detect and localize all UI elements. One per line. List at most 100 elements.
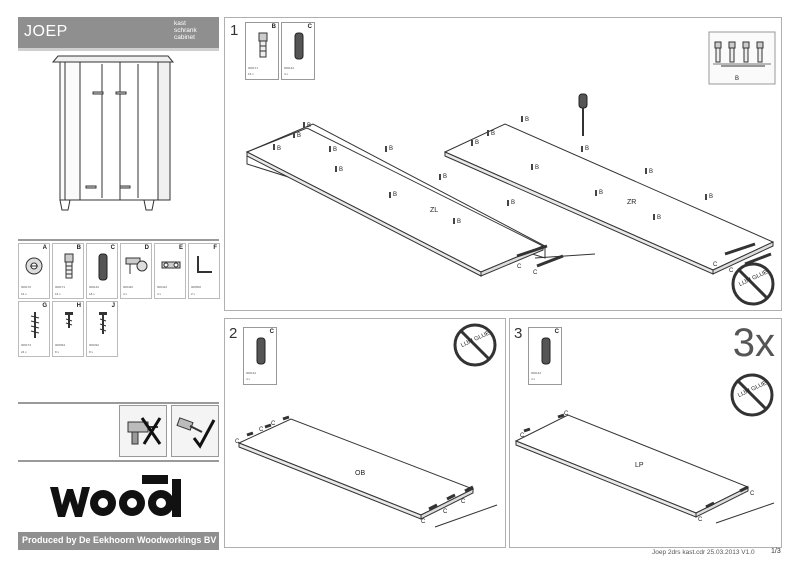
- wooden-dowel-icon: [294, 32, 304, 60]
- svg-text:B: B: [657, 215, 661, 221]
- svg-text:C: C: [517, 264, 522, 270]
- svg-text:C: C: [533, 270, 538, 276]
- svg-text:C: C: [235, 439, 240, 445]
- svg-text:B: B: [339, 167, 343, 173]
- svg-text:B: B: [475, 140, 479, 146]
- step-1-panel: 1 B 000171 16 x C 000142 4 x B: [224, 17, 782, 311]
- wooden-dowels: C C C C: [520, 411, 775, 524]
- svg-text:B: B: [307, 123, 311, 129]
- wooden-dowel-icon: [541, 337, 551, 365]
- step-1-illustration: B ZL ZR B B B B B B: [245, 31, 776, 306]
- svg-text:C: C: [520, 433, 525, 439]
- step-3-panel: 3 3x C 000142 4 x LP C C C C LIJM GLUE: [509, 318, 782, 548]
- svg-text:C: C: [271, 421, 276, 427]
- title-bar: JOEP kast schrank cabinet: [18, 17, 219, 51]
- repeat-multiplier: 3x: [732, 321, 775, 365]
- step-1-part-b: B 000171 16 x: [245, 22, 279, 80]
- parts-list: A 000170 16 x B 000171 16 x C 000142 18 …: [18, 243, 220, 363]
- svg-text:C: C: [750, 491, 755, 497]
- svg-text:C: C: [729, 268, 734, 274]
- svg-text:C: C: [421, 519, 426, 525]
- svg-text:B: B: [333, 147, 337, 153]
- product-title: JOEP: [24, 23, 68, 40]
- svg-text:B: B: [599, 190, 603, 196]
- svg-text:C: C: [259, 427, 264, 433]
- hinge-plate-icon: [161, 261, 181, 269]
- step-1-part-c: C 000142 4 x: [281, 22, 315, 80]
- svg-text:B: B: [535, 165, 539, 171]
- part-g: G 000173 24 x: [18, 301, 50, 357]
- wooden-dowel-icon: [98, 253, 108, 281]
- part-f: F 000500 2 x: [188, 243, 220, 299]
- no-power-drill: [119, 405, 167, 457]
- board-ob-label: OB: [355, 470, 365, 477]
- long-screw-icon: [30, 312, 40, 338]
- divider: [18, 460, 219, 462]
- step-3-illustration: LP C C C C LIJM GLUE: [514, 373, 775, 524]
- step-number: 3: [514, 325, 523, 342]
- part-j: J 000332 8 x: [86, 301, 118, 357]
- document-info: Joep 2drs kast.cdr 25.03.2013 V1.0: [652, 549, 755, 556]
- part-d: D 000440 4 x: [120, 243, 152, 299]
- cam-lock-icon: [25, 257, 43, 275]
- svg-text:B: B: [585, 146, 589, 152]
- board-lp-label: LP: [635, 462, 644, 469]
- svg-text:B: B: [649, 169, 653, 175]
- overview-column: JOEP kast schrank cabinet: [18, 17, 220, 550]
- screwdriver-icon: [578, 93, 588, 136]
- bracket-icon: [197, 256, 212, 273]
- step-number: 1: [230, 22, 239, 39]
- svg-text:B: B: [511, 200, 515, 206]
- side-panel-left: ZL: [245, 123, 546, 277]
- no-glue-sign: LIJM GLUE: [730, 373, 774, 417]
- step-3-part-c: C 000142 4 x: [528, 327, 562, 385]
- divider: [18, 239, 219, 241]
- wooden-dowel-icon: [256, 337, 266, 365]
- tools-guidance: [119, 405, 219, 457]
- hinge-icon: [125, 257, 148, 274]
- cabinet-drawing-icon: [51, 55, 175, 211]
- power-drill-forbidden-icon: [127, 417, 162, 445]
- part-h: H 000094 8 x: [52, 301, 84, 357]
- svg-text:C: C: [713, 262, 718, 268]
- step-2-part-c: C 000142 4 x: [243, 327, 277, 385]
- no-glue-sign: LIJM GLUE: [731, 262, 775, 306]
- svg-text:C: C: [443, 509, 448, 515]
- part-e: E 000412 4 x: [154, 243, 186, 299]
- company-credit: Produced by De Eekhoorn Woodworkings BV: [22, 535, 217, 545]
- no-glue-sign: LIJM GLUE: [453, 323, 497, 367]
- medium-screw-icon: [99, 312, 107, 334]
- detail-label: B: [735, 76, 739, 82]
- cam-bolts: B B B B B B B B B B B B B B B B B B B: [273, 116, 713, 225]
- wood-brand-logo: [48, 475, 198, 521]
- bolt-depth-detail: B: [708, 31, 776, 85]
- wooden-dowels: C C C C C C: [235, 415, 498, 528]
- screwdriver-ok: [171, 405, 219, 457]
- step-number: 2: [229, 325, 238, 342]
- step-2-panel: 2 C 000142 4 x OB C C C C C C LIJM: [224, 318, 506, 548]
- product-type-labels: kast schrank cabinet: [174, 20, 197, 41]
- svg-text:B: B: [709, 194, 713, 200]
- svg-text:B: B: [277, 146, 281, 152]
- svg-text:B: B: [389, 146, 393, 152]
- short-screw-icon: [65, 312, 73, 328]
- part-a: A 000170 16 x: [18, 243, 50, 299]
- board-zr-label: ZR: [627, 199, 636, 206]
- svg-text:B: B: [525, 117, 529, 123]
- step-2-illustration: OB C C C C C C LIJM GLUE: [235, 323, 498, 528]
- svg-text:B: B: [457, 219, 461, 225]
- svg-text:B: B: [297, 133, 301, 139]
- svg-text:B: B: [491, 131, 495, 137]
- svg-text:B: B: [443, 174, 447, 180]
- cam-bolt-icon: [64, 253, 74, 279]
- part-c: C 000142 18 x: [86, 243, 118, 299]
- screwdriver-allowed-icon: [176, 417, 216, 449]
- page-number: 1/3: [771, 548, 781, 555]
- divider: [18, 402, 219, 404]
- svg-text:C: C: [564, 411, 569, 417]
- cabinet-illustration: [18, 54, 219, 239]
- part-b: B 000171 16 x: [52, 243, 84, 299]
- cam-bolt-icon: [258, 32, 268, 58]
- svg-text:C: C: [698, 517, 703, 523]
- footer-bar: Produced by De Eekhoorn Woodworkings BV: [18, 532, 219, 550]
